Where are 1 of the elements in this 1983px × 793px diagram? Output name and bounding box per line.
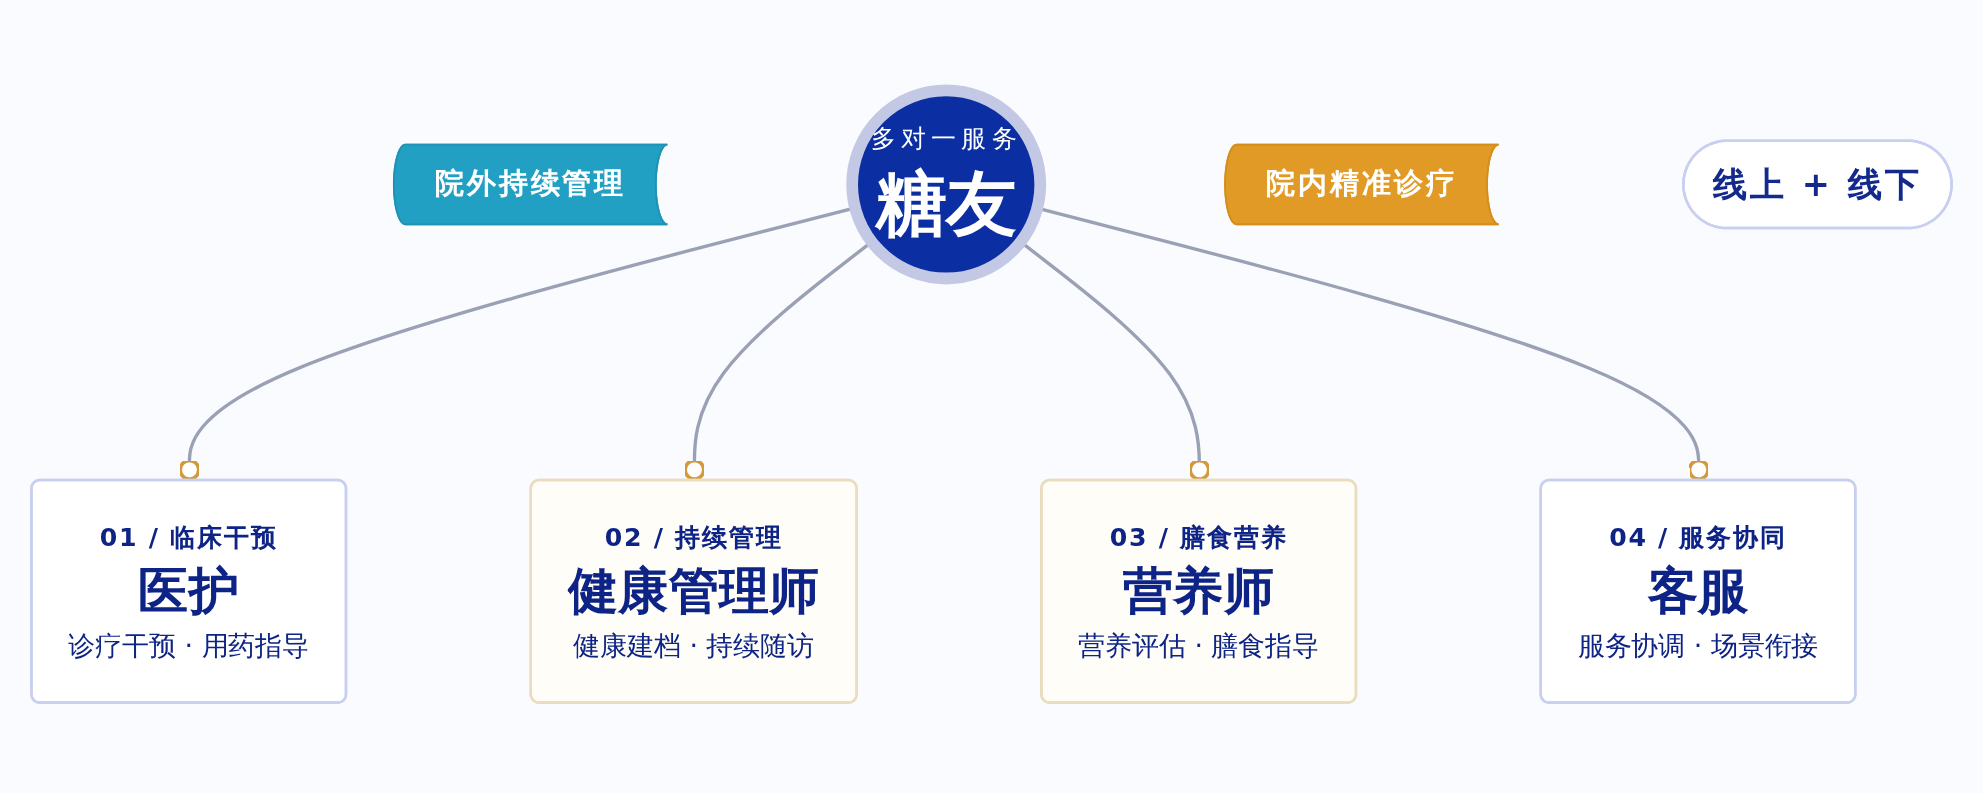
node-circle: 多对一服务 糖友 bbox=[846, 84, 1047, 285]
